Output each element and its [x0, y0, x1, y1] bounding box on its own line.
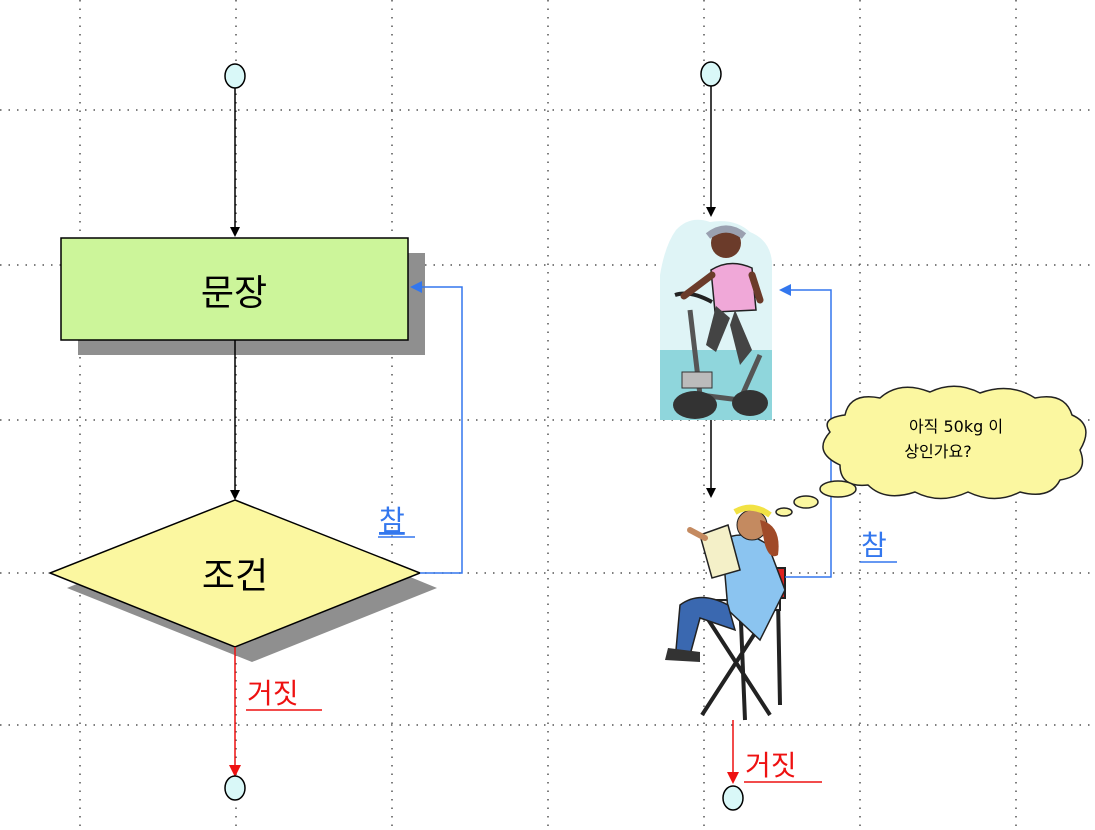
start-terminal-right — [700, 61, 722, 87]
statement-label: 문장 — [201, 273, 267, 314]
true-label-right: 참 — [861, 529, 887, 562]
false-label: 거짓 — [247, 677, 299, 710]
true-loop-arrow-right — [779, 284, 832, 578]
exercise-bike-icon — [660, 219, 772, 420]
false-label-right: 거짓 — [745, 749, 797, 782]
true-loop-arrow — [410, 281, 463, 574]
end-terminal-right — [722, 785, 744, 811]
thought-bubble: 아직 50kg 이 상인가요? — [775, 385, 1087, 517]
statement-box — [60, 237, 409, 341]
true-label: 참 — [379, 504, 405, 537]
seated-person-icon — [665, 504, 786, 721]
thought-text-line2: 상인가요? — [904, 442, 971, 461]
right-flowchart: 참 아직 50kg 이 상인가요? 거짓 — [660, 61, 1087, 811]
condition-label: 조건 — [202, 556, 268, 597]
end-terminal — [224, 775, 246, 801]
left-flowchart: 문장 조건 참 거짓 — [47, 63, 463, 801]
start-terminal — [224, 63, 246, 89]
thought-text-line1: 아직 50kg 이 — [909, 417, 1003, 436]
